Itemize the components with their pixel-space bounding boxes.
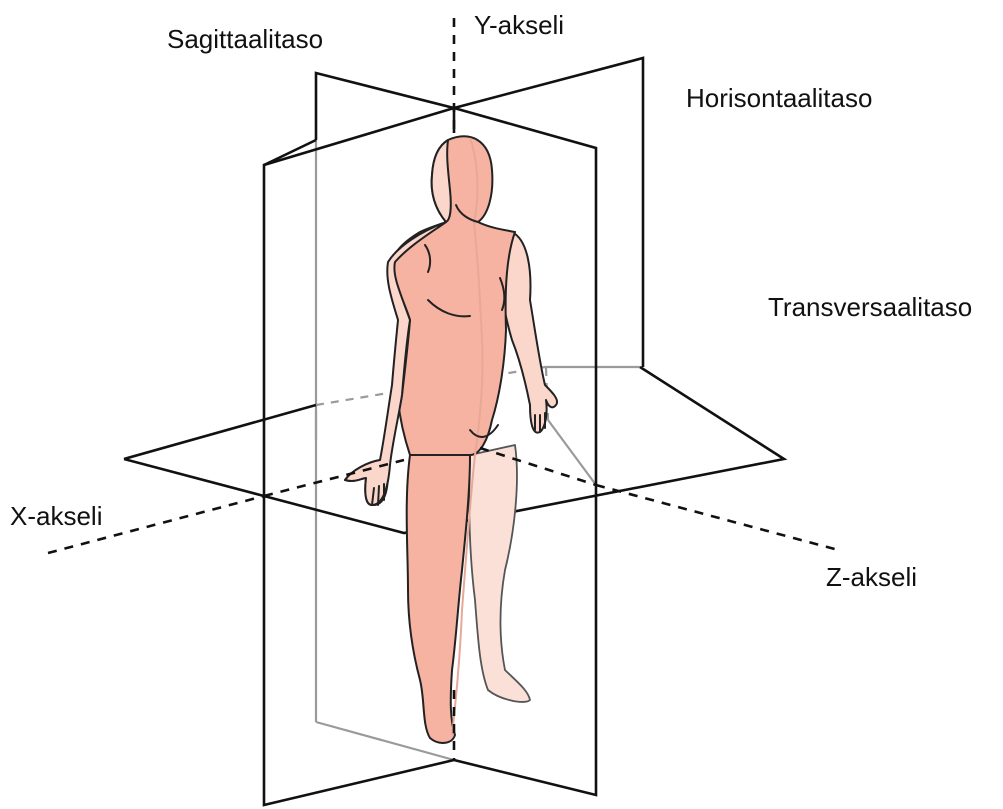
left-leg [407,455,470,743]
right-leg [469,445,530,702]
z-axis-label: Z-akseli [826,562,917,592]
x-axis-label: X-akseli [10,501,102,531]
horizontal-plane-label: Horisontaalitaso [686,83,872,113]
head [432,140,451,222]
y-axis-label: Y-akseli [474,10,564,40]
transverse-plane-label: Transversaalitaso [768,292,972,322]
human-figure [345,136,557,743]
z-axis-line [596,485,842,551]
transverse-inner-dash [596,367,643,485]
torso [345,136,515,505]
sagittal-plane-label: Sagittaalitaso [167,24,323,54]
